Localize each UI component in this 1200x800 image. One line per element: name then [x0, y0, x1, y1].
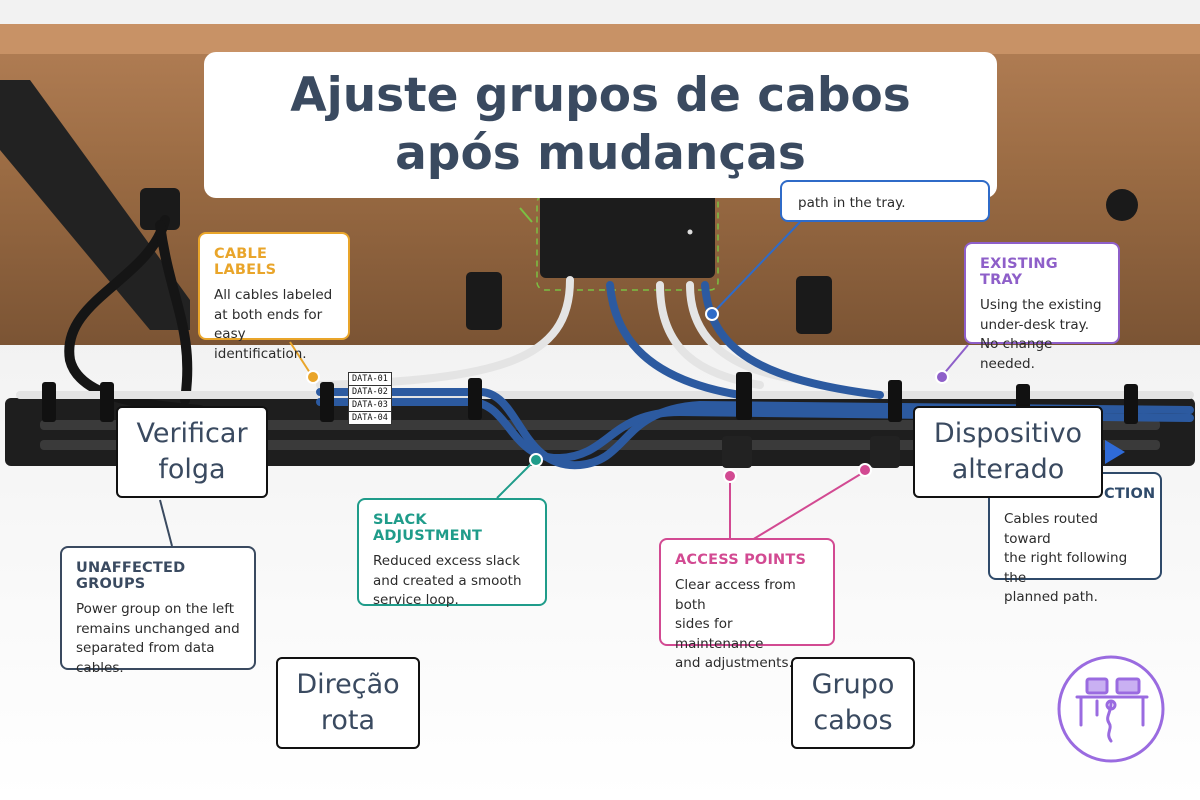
- callout-cable-labels: CABLE LABELS All cables labeled at both …: [198, 232, 350, 362]
- callout-body: Cables routed toward the right following…: [1004, 511, 1128, 605]
- cable-tag: DATA-01: [348, 372, 392, 386]
- bracket: [796, 276, 832, 334]
- desk-frame-leg: [0, 80, 190, 330]
- label-direcao-rota: Direção rota: [276, 657, 420, 749]
- callout-unaffected-groups: UNAFFECTED GROUPS Power group on the lef…: [60, 546, 256, 676]
- callout-heading: UNAFFECTED GROUPS: [76, 560, 186, 592]
- label-grupo-cabos: Grupo cabos: [791, 657, 915, 749]
- callout-body: Reduced excess slack and created a smoot…: [373, 553, 522, 608]
- callout-tray-path: path in the tray.: [780, 180, 990, 222]
- page-title: Ajuste grupos de cabos após mudanças: [204, 52, 997, 198]
- callout-body: Power group on the left remains unchange…: [76, 601, 240, 676]
- callout-body: All cables labeled at both ends for easy…: [214, 287, 333, 362]
- network-device: [540, 190, 715, 278]
- callout-heading: CABLE LABELS: [214, 246, 277, 278]
- callout-body: Using the existing under-desk tray. No c…: [980, 297, 1102, 372]
- cable-tag: DATA-04: [348, 411, 392, 425]
- desk-cable-logo-icon: [1057, 655, 1165, 763]
- bracket: [466, 272, 502, 330]
- callout-access-points: ACCESS POINTS Clear access from both sid…: [659, 538, 835, 671]
- callout-slack-adjustment: SLACK ADJUSTMENT Reduced excess slack an…: [357, 498, 547, 608]
- callout-heading: EXISTING TRAY: [980, 256, 1058, 288]
- callout-existing-tray: EXISTING TRAY Using the existing under-d…: [964, 242, 1120, 372]
- route-arrow: [1105, 440, 1125, 464]
- bracket: [1106, 189, 1138, 221]
- callout-body: path in the tray.: [798, 195, 906, 211]
- callout-heading: SLACK ADJUSTMENT: [373, 512, 483, 544]
- bracket: [140, 188, 180, 230]
- cable-tag: DATA-02: [348, 385, 392, 399]
- callout-body: Clear access from both sides for mainten…: [675, 577, 796, 671]
- callout-heading: CTION: [1104, 486, 1156, 502]
- label-verificar-folga: Verificar folga: [116, 406, 268, 498]
- label-dispositivo-alterado: Dispositivo alterado: [913, 406, 1103, 498]
- callout-heading: ACCESS POINTS: [675, 552, 807, 568]
- cable-tag: DATA-03: [348, 398, 392, 412]
